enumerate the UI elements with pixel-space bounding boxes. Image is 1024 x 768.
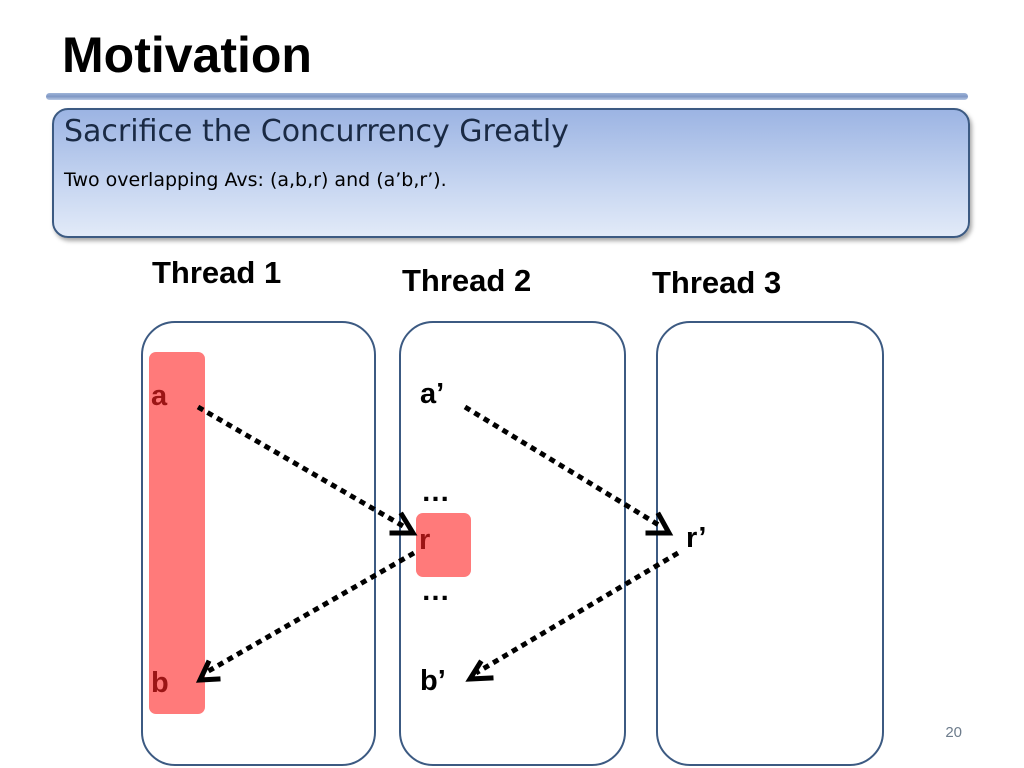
callout-box: Sacrifice the Concurrency Greatly Two ov… <box>52 108 970 238</box>
arrow-a-to-r <box>196 404 405 529</box>
arrow-rprime-to-bprime <box>474 550 680 676</box>
thread-2-r-highlight <box>416 513 471 577</box>
title-divider <box>46 93 968 100</box>
label-ellipsis-bottom: … <box>421 575 450 607</box>
arrowhead-rprime <box>645 511 674 536</box>
label-r-prime: r’ <box>686 522 707 554</box>
arrowhead-b <box>195 659 221 683</box>
thread-3-title: Thread 3 <box>652 265 782 300</box>
label-ellipsis-top: … <box>421 476 450 508</box>
thread-1-av-highlight <box>149 352 205 714</box>
thread-2-title: Thread 2 <box>402 263 532 298</box>
arrow-r-to-b <box>203 550 416 676</box>
callout-heading: Sacrifice the Concurrency Greatly <box>64 114 569 149</box>
label-b-prime: b’ <box>420 665 446 697</box>
arrow-aprime-to-rprime <box>463 404 664 530</box>
slide-title: Motivation <box>62 27 312 83</box>
page-number: 20 <box>945 724 962 741</box>
thread-1-title: Thread 1 <box>152 255 282 290</box>
label-r: r <box>419 524 431 556</box>
label-b: b <box>151 667 169 699</box>
callout-subtext: Two overlapping Avs: (a,b,r) and (a’b,r’… <box>64 169 447 191</box>
arrowhead-bprime <box>465 659 494 682</box>
arrowhead-r <box>389 511 418 536</box>
label-a-prime: a’ <box>420 378 445 410</box>
thread-3-box <box>656 321 884 766</box>
label-a: a <box>151 380 168 412</box>
